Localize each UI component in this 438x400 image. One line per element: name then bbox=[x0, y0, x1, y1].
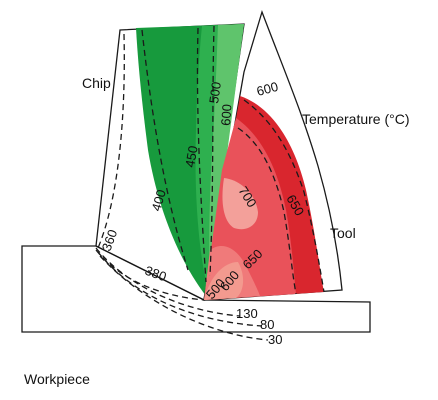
tool-hot-core bbox=[222, 178, 258, 230]
tool-isotherm-600-outer bbox=[243, 99, 325, 293]
tool-isotherm-650-outer bbox=[237, 127, 297, 295]
isotherm-label-30: 30 bbox=[268, 332, 282, 347]
isotherm-label-400: 400 bbox=[148, 188, 168, 213]
tool-tip-zone bbox=[204, 262, 244, 300]
isotherm-line-380 bbox=[95, 249, 205, 301]
isotherm-line-400 bbox=[141, 29, 189, 271]
isotherm-line-130 bbox=[95, 247, 241, 317]
isotherm-line-360 bbox=[97, 33, 125, 249]
chip-label: Chip bbox=[82, 75, 111, 91]
tool-label: Tool bbox=[330, 225, 356, 241]
isotherm-label-380: 380 bbox=[143, 263, 169, 285]
isotherm-label-500: 500 bbox=[206, 81, 224, 105]
isotherm-label-600-chip: 600 bbox=[218, 104, 234, 127]
temperature-label: Temperature (°C) bbox=[302, 111, 410, 127]
isotherm-label-360: 360 bbox=[99, 228, 121, 254]
tool-isotherm-label-600-top: 600 bbox=[255, 79, 280, 99]
isotherm-label-450: 450 bbox=[182, 145, 201, 169]
isotherm-line-450 bbox=[196, 27, 207, 283]
isotherm-label-80: 80 bbox=[260, 317, 274, 332]
isotherm-line-500 bbox=[209, 25, 215, 277]
workpiece-label: Workpiece bbox=[24, 371, 90, 387]
tool-body bbox=[203, 9, 343, 301]
isotherm-label-130: 130 bbox=[236, 306, 258, 321]
isotherm-line-30 bbox=[99, 255, 269, 341]
isotherm-line-80 bbox=[97, 251, 263, 327]
